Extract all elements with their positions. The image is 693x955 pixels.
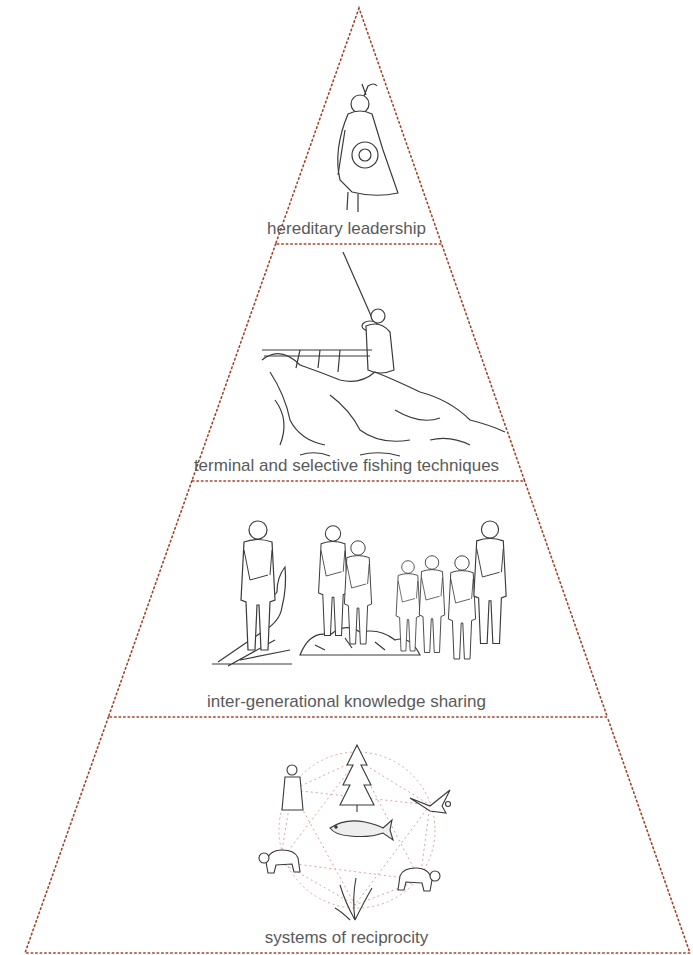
chief-figure-part bbox=[351, 95, 369, 113]
wolf bbox=[259, 850, 300, 873]
wolf-part bbox=[266, 850, 300, 873]
dotted-outline bbox=[25, 717, 690, 953]
plant bbox=[335, 878, 372, 920]
salmon bbox=[330, 820, 393, 840]
band-outline bbox=[0, 717, 693, 953]
gathering-figures bbox=[212, 521, 506, 666]
bear bbox=[398, 868, 440, 891]
chief-figure bbox=[338, 84, 398, 212]
band-label: terminal and selective fishing technique… bbox=[0, 456, 693, 476]
tree-part bbox=[340, 745, 374, 805]
fisher-on-rocks-part bbox=[262, 354, 505, 432]
gathering-figures-part bbox=[474, 521, 506, 644]
fisher-on-rocks-part bbox=[343, 252, 372, 318]
fisher-on-rocks bbox=[262, 252, 505, 456]
small-figure bbox=[282, 765, 303, 810]
fisher-on-rocks-part bbox=[371, 309, 385, 323]
wolf-part bbox=[259, 853, 269, 863]
gathering-figures-part bbox=[448, 556, 475, 659]
chief-figure-part bbox=[352, 142, 378, 168]
pyramid-band: systems of reciprocity bbox=[0, 717, 693, 953]
bear-part bbox=[430, 871, 440, 881]
eagle-part bbox=[446, 802, 451, 807]
bear-part bbox=[398, 868, 432, 891]
dotted-outline bbox=[276, 8, 442, 244]
band-label: inter-generational knowledge sharing bbox=[0, 692, 693, 712]
eagle bbox=[410, 790, 451, 813]
fisher-on-rocks-part bbox=[300, 438, 470, 456]
dotted-outline bbox=[192, 244, 525, 481]
band-label: systems of reciprocity bbox=[0, 928, 693, 948]
pyramid-band: hereditary leadership bbox=[0, 8, 693, 244]
fisher-on-rocks-part bbox=[366, 324, 394, 373]
band-label: hereditary leadership bbox=[0, 219, 693, 239]
chief-figure-part bbox=[338, 130, 358, 212]
chief-figure-part bbox=[338, 111, 398, 195]
tree bbox=[340, 745, 374, 812]
chief-figure-part bbox=[359, 149, 371, 161]
band-outline bbox=[0, 244, 693, 481]
pyramid-band: inter-generational knowledge sharing bbox=[0, 481, 693, 717]
pyramid-band: terminal and selective fishing technique… bbox=[0, 244, 693, 481]
gathering-figures-part bbox=[419, 556, 445, 653]
plant-part bbox=[335, 878, 372, 920]
gathering-figures-part bbox=[241, 521, 275, 650]
eagle-part bbox=[410, 790, 450, 813]
fisher-on-rocks-part bbox=[270, 372, 440, 445]
gathering-figures-part bbox=[319, 526, 348, 636]
band-outline bbox=[0, 8, 693, 244]
small-figure-part bbox=[282, 777, 303, 810]
gathering-figures-part bbox=[396, 561, 420, 651]
band-outline bbox=[0, 481, 693, 717]
small-figure-part bbox=[287, 765, 297, 775]
gathering-figures-part bbox=[344, 541, 371, 644]
salmon-part bbox=[335, 826, 337, 828]
salmon-part bbox=[330, 820, 393, 840]
dotted-outline bbox=[108, 481, 607, 717]
chief-figure-part bbox=[362, 84, 377, 96]
tree-part bbox=[356, 805, 357, 812]
